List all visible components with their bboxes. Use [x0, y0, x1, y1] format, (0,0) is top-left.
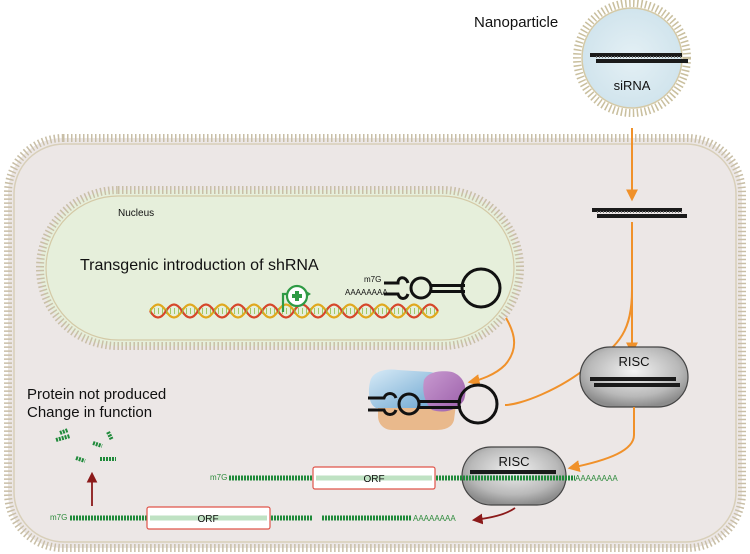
protein-not-produced-text: Protein not produced	[27, 386, 166, 403]
arrow-risc-to-target	[567, 407, 635, 472]
shrna-hairpin-nucleus: m7G AAAAAAAA	[345, 267, 502, 309]
orf-label-lower: ORF	[197, 514, 218, 525]
double-helix-icon	[149, 303, 439, 319]
sirna-duplex-in-particle	[590, 53, 688, 63]
shrna-m7g-label: m7G	[364, 275, 381, 284]
plus-promoter-icon	[281, 284, 311, 312]
cleaved-polya-label: AAAAAAAA	[413, 514, 456, 523]
nanoparticle-label: Nanoparticle	[474, 14, 558, 31]
mrna-polya-label: AAAAAAAA	[575, 474, 618, 483]
arrow-export	[467, 317, 516, 386]
risc-label-upper: RISC	[618, 354, 649, 369]
cleaved-mrna: m7G ORF AAAAAAAA	[50, 506, 456, 530]
risc-label-lower: RISC	[498, 454, 529, 469]
orf-label-upper: ORF	[363, 474, 384, 485]
cleaved-m7g-label: m7G	[50, 513, 67, 522]
shrna-polya-label: AAAAAAAA	[345, 288, 388, 297]
change-in-function-text: Change in function	[27, 404, 152, 421]
sirna-duplex-cytoplasm	[592, 208, 687, 218]
target-mrna: m7G ORF AAAAAAAA	[210, 466, 618, 490]
risc-loading: RISC	[579, 346, 689, 408]
transgenic-label: Transgenic introduction of shRNA	[80, 257, 319, 274]
mrna-m7g-label: m7G	[210, 473, 227, 482]
nanoparticle: siRNA	[573, 0, 691, 117]
sirna-label: siRNA	[614, 78, 651, 93]
dicer-complex	[368, 369, 499, 430]
nucleus-label: Nucleus	[118, 208, 154, 219]
degraded-fragments	[55, 428, 116, 463]
arrow-cleavage	[471, 507, 516, 525]
